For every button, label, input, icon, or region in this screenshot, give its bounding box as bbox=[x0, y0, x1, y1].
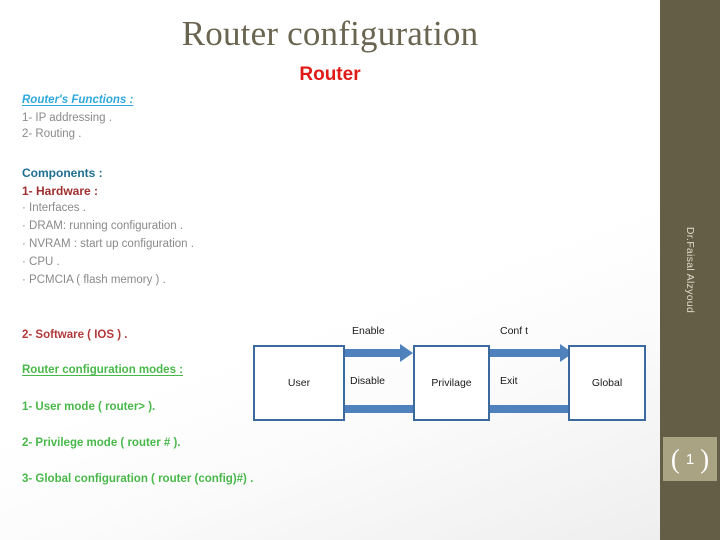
hardware-item-1: · Interfaces . bbox=[22, 202, 86, 214]
page-subtitle: Router bbox=[299, 64, 361, 85]
function-item-2: 2- Routing . bbox=[22, 128, 82, 140]
edge-conft-line bbox=[443, 349, 565, 357]
diagram-node-user: User bbox=[253, 345, 345, 421]
edge-label-conf-t: Conf t bbox=[500, 325, 529, 337]
heading-components: Components : bbox=[22, 166, 103, 180]
heading-software: 2- Software ( IOS ) . bbox=[22, 329, 128, 341]
edge-label-disable: Disable bbox=[350, 375, 386, 387]
hardware-item-2: · DRAM: running configuration . bbox=[22, 220, 184, 232]
bracket-right-glyph: ) bbox=[700, 443, 710, 474]
heading-config-modes: Router configuration modes : bbox=[22, 364, 183, 376]
router-modes-diagram: User Privilage Global Enable Disable Con… bbox=[253, 325, 646, 421]
diagram-node-privilege-label: Privilage bbox=[431, 377, 472, 389]
edge-exit-line bbox=[443, 405, 578, 413]
heading-hardware: 1- Hardware : bbox=[22, 184, 99, 198]
edge-label-enable: Enable bbox=[352, 325, 385, 337]
diagram-node-global-label: Global bbox=[591, 377, 623, 389]
page-number: 1 bbox=[685, 450, 695, 468]
page-title: Router configuration bbox=[181, 14, 479, 53]
diagram-node-user-label: User bbox=[287, 377, 311, 389]
mode-item-1: 1- User mode ( router> ). bbox=[22, 401, 156, 413]
hardware-item-4: · CPU . bbox=[22, 256, 60, 268]
diagram-node-privilege: Privilage bbox=[413, 345, 490, 421]
bracket-left-glyph: ( bbox=[670, 443, 680, 474]
mode-item-2: 2- Privilege mode ( router # ). bbox=[22, 437, 181, 449]
edge-disable-line bbox=[283, 405, 415, 413]
function-item-1: 1- IP addressing . bbox=[22, 112, 112, 124]
edge-enable-arrowhead-icon bbox=[400, 344, 413, 362]
mode-item-3: 3- Global configuration ( router (config… bbox=[22, 473, 254, 485]
heading-router-functions: Router's Functions : bbox=[22, 94, 134, 106]
page-number-badge: ( 1 ) bbox=[663, 437, 717, 481]
hardware-item-3: · NVRAM : start up configuration . bbox=[22, 238, 194, 250]
diagram-node-global: Global bbox=[568, 345, 646, 421]
edge-label-exit: Exit bbox=[500, 375, 518, 387]
hardware-item-5: · PCMCIA ( flash memory ) . bbox=[22, 274, 166, 286]
